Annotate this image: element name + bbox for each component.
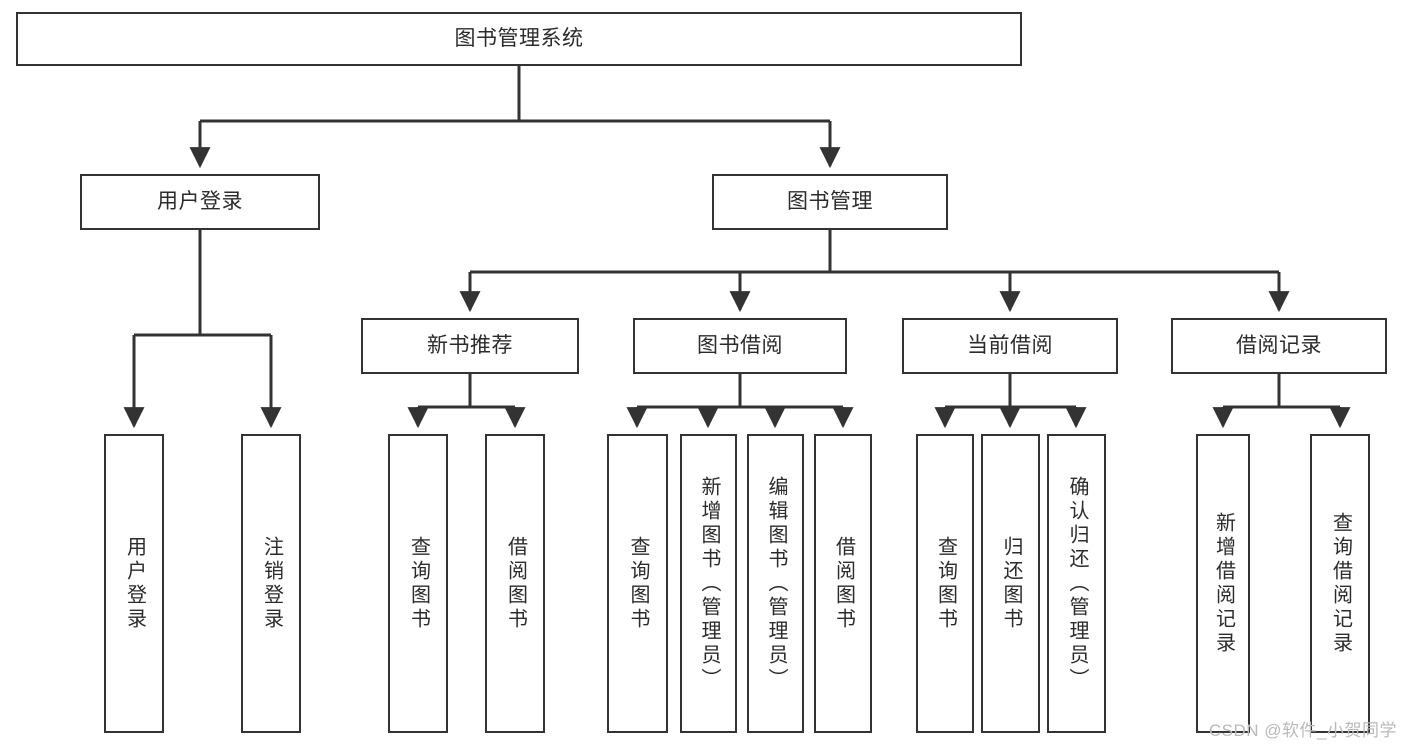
node-leaf-logout[interactable]: 注销登录: [241, 434, 301, 733]
node-book-management-system[interactable]: 图书管理系统: [16, 12, 1022, 66]
node-label: 注销登录: [260, 535, 283, 632]
node-user-login[interactable]: 用户登录: [80, 174, 320, 230]
csdn-watermark: CSDN @软件_小贺同学: [1208, 721, 1397, 740]
node-leaf-add-book[interactable]: 新增图书（管理员）: [680, 434, 737, 733]
node-label: 新书推荐: [427, 334, 513, 358]
node-borrow-record[interactable]: 借阅记录: [1171, 318, 1387, 374]
node-leaf-query-book-1[interactable]: 查询图书: [388, 434, 448, 733]
node-label: 查询图书: [627, 535, 649, 632]
node-leaf-query-book-3[interactable]: 查询图书: [916, 434, 974, 733]
node-leaf-borrow-book-1[interactable]: 借阅图书: [485, 434, 545, 733]
node-leaf-return-book[interactable]: 归还图书: [981, 434, 1040, 733]
node-label: 图书借阅: [697, 334, 783, 358]
node-label: 新增图书（管理员）: [698, 475, 720, 692]
node-label: 图书管理: [787, 190, 873, 214]
node-label: 查询图书: [934, 535, 957, 632]
node-label: 新增借阅记录: [1212, 511, 1235, 656]
node-current-borrow[interactable]: 当前借阅: [902, 318, 1118, 374]
node-label: 图书管理系统: [454, 27, 584, 51]
node-label: 查询图书: [407, 535, 430, 632]
node-label: 借阅记录: [1236, 334, 1322, 358]
node-label: 借阅图书: [832, 535, 855, 632]
node-book-borrow[interactable]: 图书借阅: [633, 318, 847, 374]
node-label: 确认归还（管理员）: [1066, 475, 1088, 692]
node-leaf-add-record[interactable]: 新增借阅记录: [1196, 434, 1250, 733]
node-label: 查询借阅记录: [1329, 511, 1352, 656]
node-leaf-query-book-2[interactable]: 查询图书: [607, 434, 668, 733]
node-leaf-user-login[interactable]: 用户登录: [104, 434, 164, 733]
node-label: 借阅图书: [504, 535, 527, 632]
node-label: 编辑图书（管理员）: [765, 475, 787, 692]
node-book-manage[interactable]: 图书管理: [712, 174, 948, 230]
node-label: 归还图书: [1000, 535, 1022, 632]
node-new-book-recommend[interactable]: 新书推荐: [361, 318, 579, 374]
node-label: 当前借阅: [967, 334, 1053, 358]
node-leaf-query-record[interactable]: 查询借阅记录: [1310, 434, 1370, 733]
node-label: 用户登录: [157, 190, 243, 214]
node-label: 用户登录: [123, 535, 146, 632]
node-leaf-confirm-return[interactable]: 确认归还（管理员）: [1047, 434, 1106, 733]
node-leaf-borrow-book-2[interactable]: 借阅图书: [814, 434, 872, 733]
node-leaf-edit-book[interactable]: 编辑图书（管理员）: [747, 434, 804, 733]
